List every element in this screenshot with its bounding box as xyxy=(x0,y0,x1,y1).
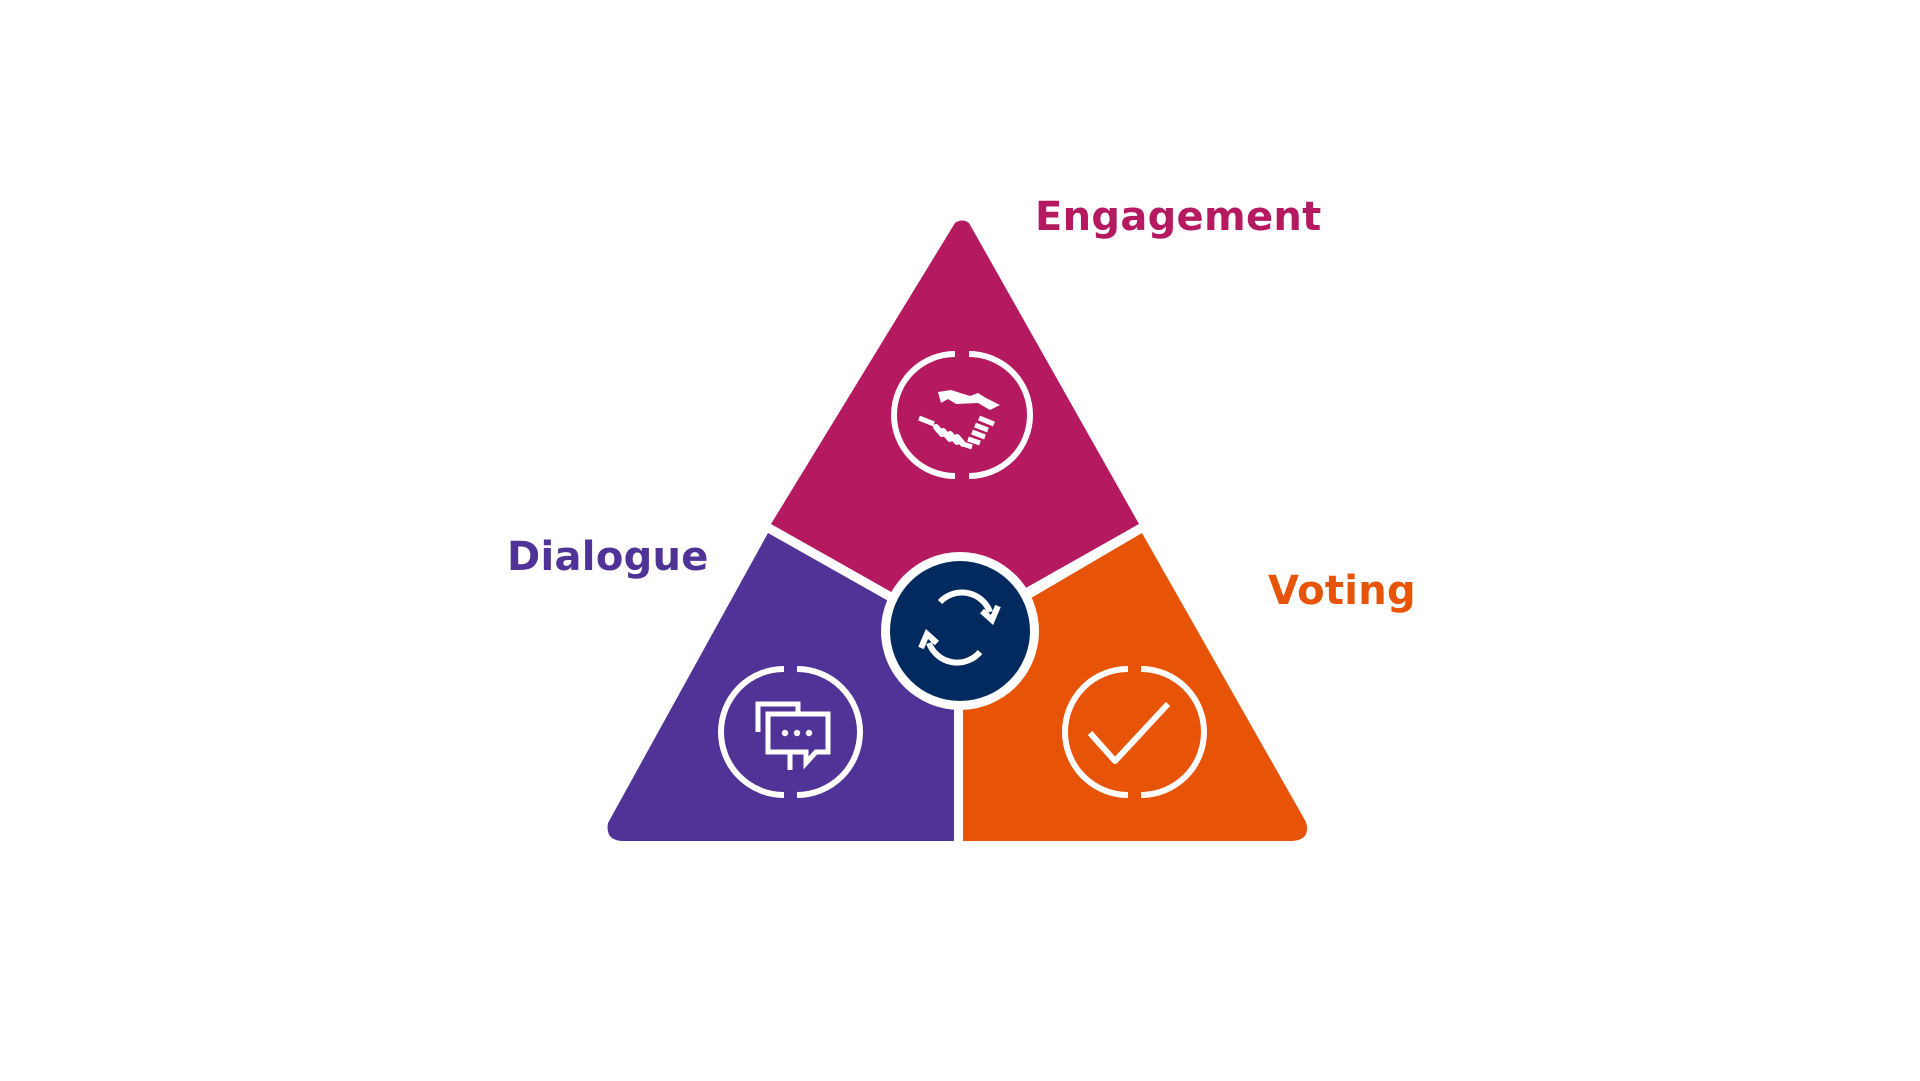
refresh-arrows-icon xyxy=(918,589,1001,666)
engagement-label: Engagement xyxy=(1035,194,1322,240)
dialogue-segment xyxy=(607,533,954,841)
voting-label: Voting xyxy=(1268,568,1416,614)
checkmark-icon xyxy=(1062,666,1207,798)
handshake-icon xyxy=(891,351,1033,479)
engagement-segment xyxy=(771,220,1139,628)
voting-segment xyxy=(963,533,1308,841)
dialogue-label: Dialogue xyxy=(507,534,709,580)
chat-bubbles-icon xyxy=(718,666,863,798)
center-hub xyxy=(881,552,1039,710)
